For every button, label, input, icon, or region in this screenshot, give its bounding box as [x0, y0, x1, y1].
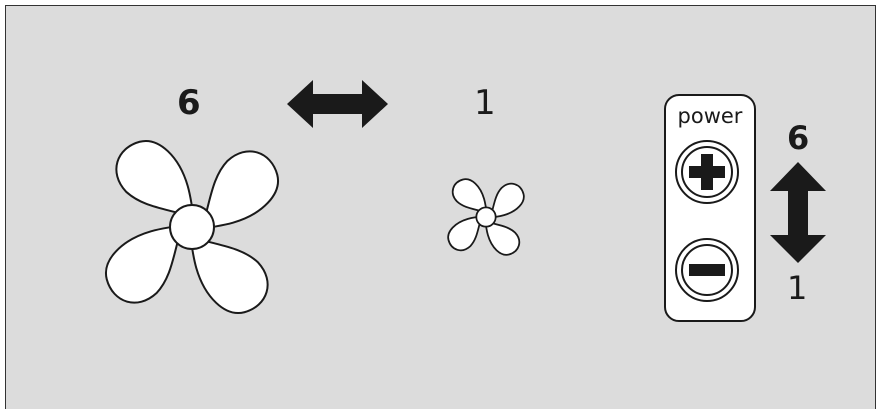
large-fan-speed-label: 6: [177, 83, 201, 123]
small-fan-speed-label: 1: [474, 83, 496, 123]
double-arrow-horizontal-icon: [287, 80, 388, 128]
remote-title: power: [678, 104, 743, 128]
decrease-button[interactable]: [675, 238, 739, 302]
diagram-panel: [5, 5, 876, 409]
large-fan-icon: [95, 130, 289, 324]
small-fan-icon: [443, 174, 529, 260]
double-arrow-vertical-icon: [770, 162, 826, 263]
min-speed-label: 1: [787, 269, 808, 307]
max-speed-label: 6: [787, 119, 810, 157]
minus-icon: [689, 264, 725, 276]
plus-icon: [689, 154, 725, 190]
increase-button[interactable]: [675, 140, 739, 204]
